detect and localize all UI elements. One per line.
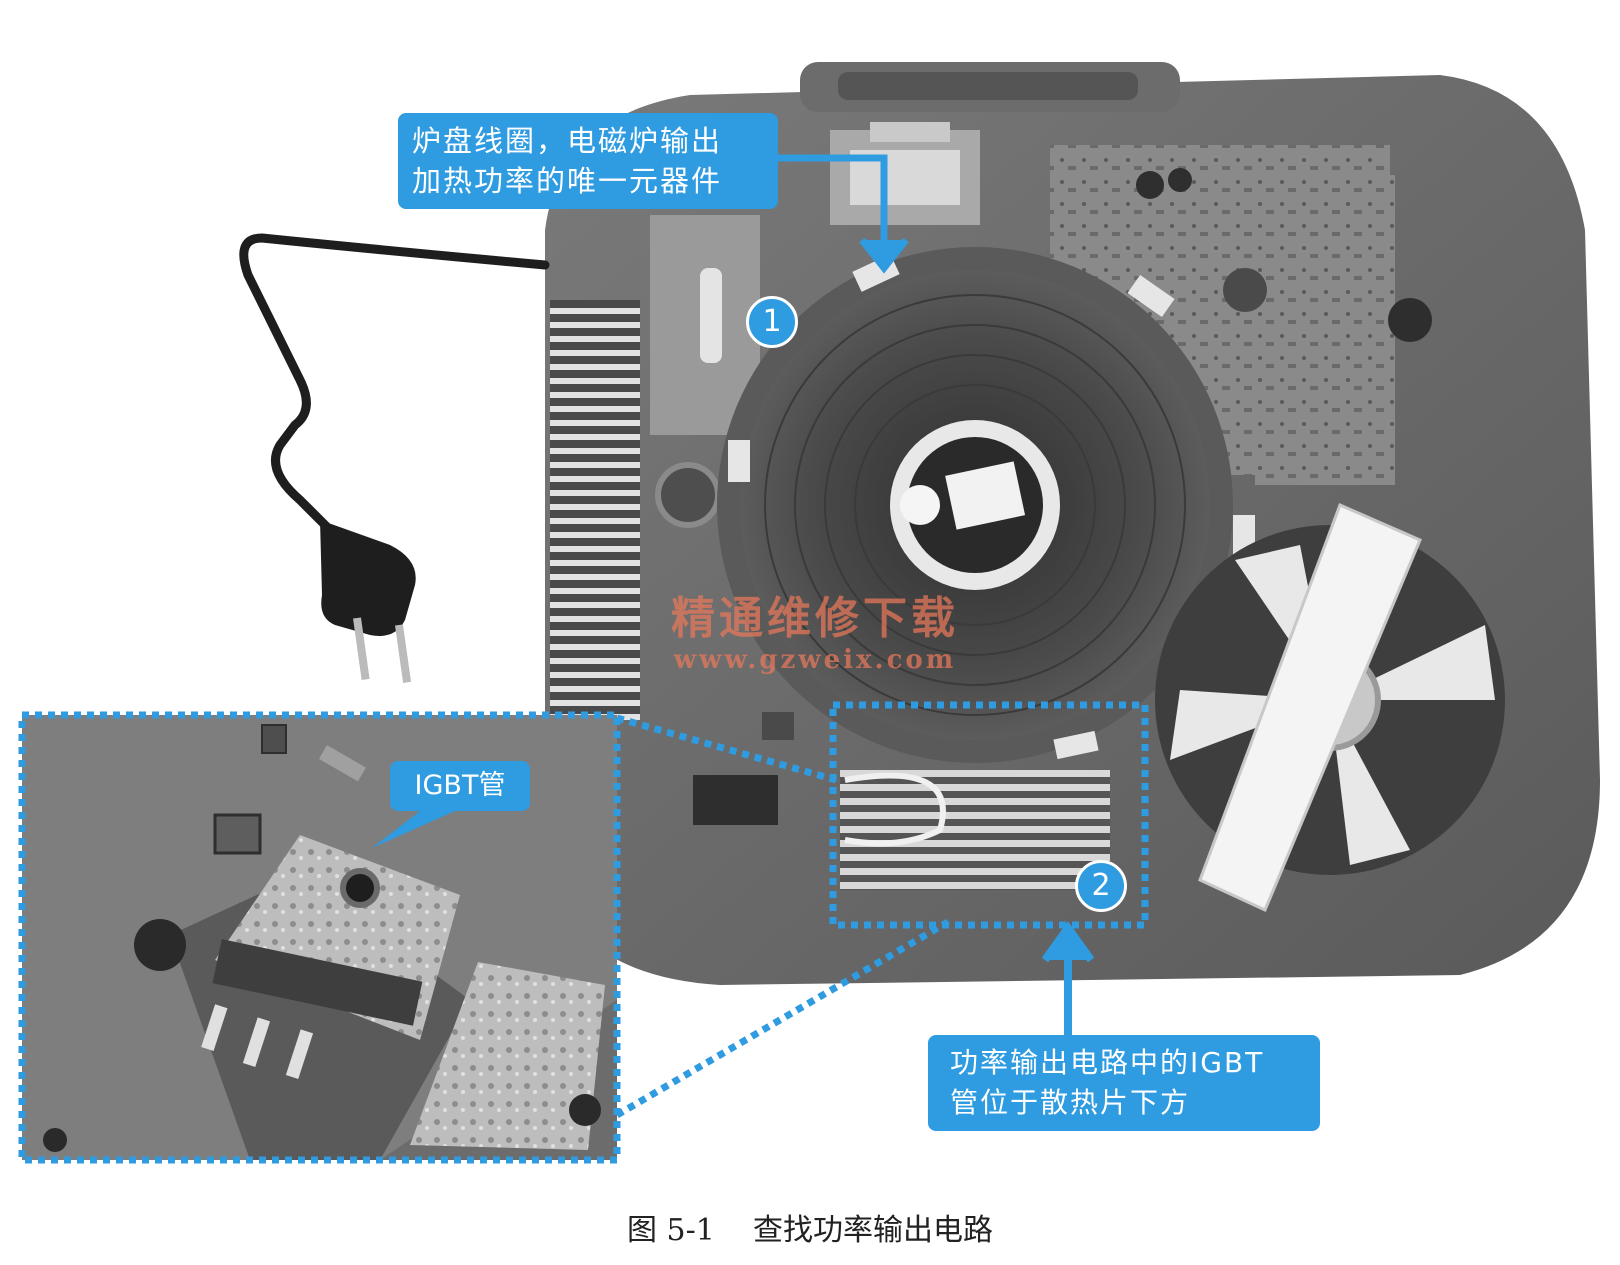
figure-title: 查找功率输出电路 (753, 1213, 993, 1248)
igbt-callout-pointer (372, 811, 455, 848)
heating-coil (717, 247, 1255, 763)
watermark-url: www.gzweix.com (673, 645, 957, 675)
figure-number: 图 5-1 (626, 1213, 715, 1248)
igbt-callout: IGBT管 (390, 761, 530, 811)
bottom-heatsink (693, 712, 1110, 890)
power-output-callout: 功率输出电路中的IGBT 管位于散热片下方 (928, 1035, 1320, 1131)
watermark: 精通维修下载 www.gzweix.com (635, 594, 995, 676)
coil-callout-arrow (778, 154, 909, 274)
coil-callout: 炉盘线圈，电磁炉输出 加热功率的唯一元器件 (398, 113, 778, 209)
power-callout-line-2: 管位于散热片下方 (950, 1086, 1191, 1119)
coil-callout-line-2: 加热功率的唯一元器件 (412, 164, 723, 198)
marker-badge-1: 1 (746, 296, 798, 348)
cooling-fan (1155, 502, 1505, 913)
figure-caption: 图 5-1 查找功率输出电路 (0, 1205, 1620, 1249)
power-callout-line-1: 功率输出电路中的IGBT (950, 1046, 1265, 1079)
toroid-inductor (655, 462, 721, 528)
power-cord-plug (239, 233, 550, 683)
coil-callout-line-1: 炉盘线圈，电磁炉输出 (412, 124, 723, 158)
side-heatsink (550, 300, 640, 720)
marker-badge-2: 2 (1075, 860, 1127, 912)
transformer (830, 122, 980, 225)
igbt-callout-label: IGBT管 (414, 770, 506, 801)
power-callout-arrow (1041, 921, 1095, 1035)
highlight-frame (829, 701, 1149, 929)
watermark-text: 精通维修下载 (671, 593, 959, 644)
control-board (1050, 145, 1432, 485)
